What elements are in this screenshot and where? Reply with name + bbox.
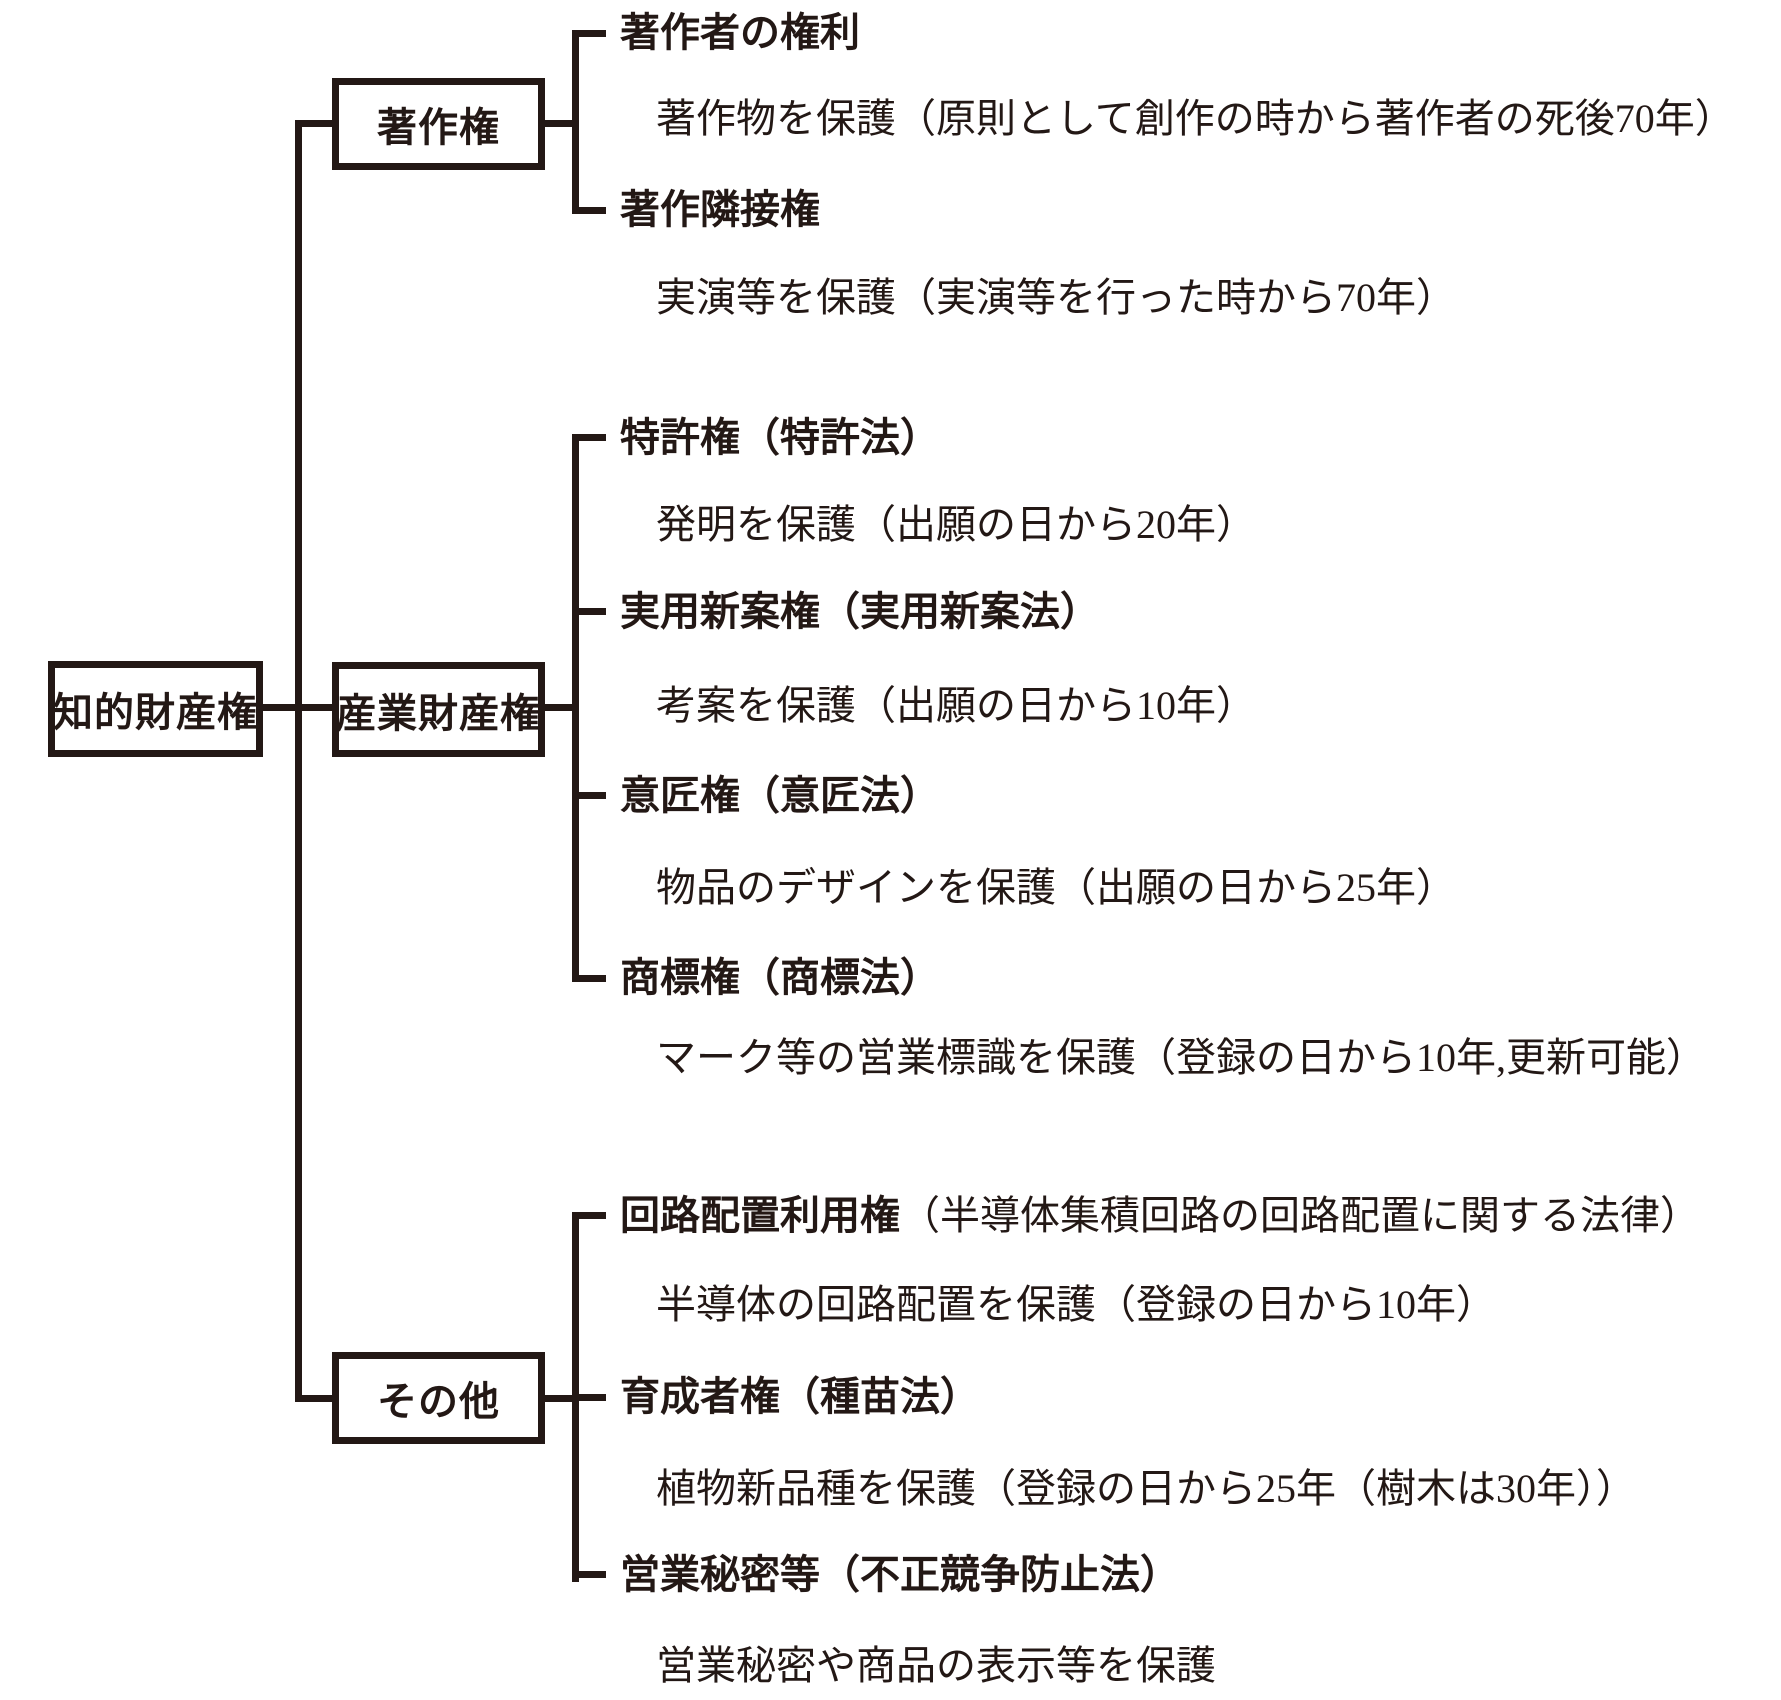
desc-design-right: 物品のデザインを保護（出願の日から25年） bbox=[656, 865, 1456, 910]
title-text: 著作者の権利 bbox=[620, 11, 860, 55]
tick-authors-right bbox=[572, 30, 606, 37]
tick-design-right bbox=[572, 792, 606, 799]
branch-label-industrial: 産業財産権 bbox=[336, 691, 541, 736]
title-text: 意匠権（意匠法） bbox=[620, 774, 940, 818]
industrial-children-line bbox=[572, 434, 579, 982]
branch-box-copyright: 著作権 bbox=[332, 78, 545, 170]
copyright-branch-connector-right bbox=[545, 120, 579, 127]
branch-box-industrial: 産業財産権 bbox=[332, 662, 545, 757]
title-patent-right: 特許権（特許法） bbox=[620, 414, 940, 462]
title-authors-right: 著作者の権利 bbox=[620, 9, 860, 57]
title-text: 育成者権（種苗法） bbox=[620, 1375, 980, 1419]
title-text: 商標権（商標法） bbox=[620, 956, 940, 1000]
desc-breeders-right: 植物新品種を保護（登録の日から25年（樹木は30年）） bbox=[656, 1466, 1636, 1511]
title-text: 著作隣接権 bbox=[620, 188, 820, 232]
desc-trade-secret: 営業秘密や商品の表示等を保護 bbox=[656, 1643, 1216, 1688]
branch-label-other: その他 bbox=[377, 1380, 500, 1424]
tick-utility-model-right bbox=[572, 608, 606, 615]
tick-layout-design-right bbox=[572, 1212, 606, 1219]
title-trade-secret: 営業秘密等（不正競争防止法） bbox=[620, 1551, 1180, 1599]
branch-box-other: その他 bbox=[332, 1352, 545, 1444]
desc-layout-design-right: 半導体の回路配置を保護（登録の日から10年） bbox=[656, 1282, 1496, 1327]
title-layout-design-right: 回路配置利用権（半導体集積回路の回路配置に関する法律） bbox=[620, 1192, 1700, 1240]
root-connector-line bbox=[263, 704, 332, 711]
root-box: 知的財産権 bbox=[48, 661, 263, 757]
title-text: 実用新案権（実用新案法） bbox=[620, 590, 1100, 634]
other-branch-connector-left bbox=[295, 1395, 332, 1402]
industrial-branch-connector-right bbox=[545, 704, 579, 711]
tick-breeders-right bbox=[572, 1394, 606, 1401]
title-trademark-right: 商標権（商標法） bbox=[620, 954, 940, 1002]
title-text: 営業秘密等（不正競争防止法） bbox=[620, 1553, 1180, 1597]
desc-trademark-right: マーク等の営業標識を保護（登録の日から10年,更新可能） bbox=[656, 1035, 1706, 1080]
title-breeders-right: 育成者権（種苗法） bbox=[620, 1373, 980, 1421]
desc-utility-model-right: 考案を保護（出願の日から10年） bbox=[656, 683, 1256, 728]
copyright-branch-connector-left bbox=[295, 120, 332, 127]
title-design-right: 意匠権（意匠法） bbox=[620, 772, 940, 820]
title-neighboring-right: 著作隣接権 bbox=[620, 186, 820, 234]
copyright-children-line bbox=[572, 30, 579, 214]
trunk-line bbox=[295, 120, 302, 1402]
desc-authors-right: 著作物を保護（原則として創作の時から著作者の死後70年） bbox=[656, 96, 1735, 141]
other-branch-connector-right bbox=[545, 1395, 579, 1402]
tick-trademark-right bbox=[572, 975, 606, 982]
title-text: 回路配置利用権 bbox=[620, 1194, 900, 1238]
title-text: 特許権（特許法） bbox=[620, 416, 940, 460]
tick-trade-secret bbox=[572, 1571, 606, 1578]
tick-neighboring-right bbox=[572, 207, 606, 214]
title-utility-model-right: 実用新案権（実用新案法） bbox=[620, 588, 1100, 636]
desc-patent-right: 発明を保護（出願の日から20年） bbox=[656, 502, 1256, 547]
desc-neighboring-right: 実演等を保護（実演等を行った時から70年） bbox=[656, 275, 1456, 320]
branch-label-copyright: 著作権 bbox=[377, 106, 500, 150]
tick-patent-right bbox=[572, 434, 606, 441]
title-note-text: （半導体集積回路の回路配置に関する法律） bbox=[900, 1194, 1700, 1238]
root-label: 知的財産権 bbox=[53, 691, 258, 735]
